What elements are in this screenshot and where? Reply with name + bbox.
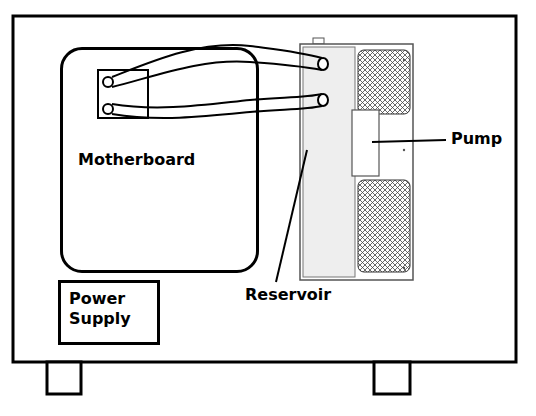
motherboard-board: Motherboard	[60, 47, 259, 273]
pump-label: Pump	[450, 129, 503, 148]
case-housing	[13, 16, 516, 362]
node-label: Power Supply	[69, 289, 131, 329]
node-label: Motherboard	[78, 150, 195, 170]
reservoir-label: Reservoir	[244, 285, 332, 304]
case-foot	[374, 362, 410, 394]
coolant-tubes	[103, 45, 328, 118]
water-block	[98, 70, 148, 118]
pump-body	[352, 110, 379, 176]
reservoir-unit	[300, 38, 413, 280]
leader-line	[276, 150, 307, 282]
case-foot	[47, 362, 81, 394]
power-supply-box: Power Supply	[58, 280, 160, 345]
leader-line	[372, 140, 446, 142]
